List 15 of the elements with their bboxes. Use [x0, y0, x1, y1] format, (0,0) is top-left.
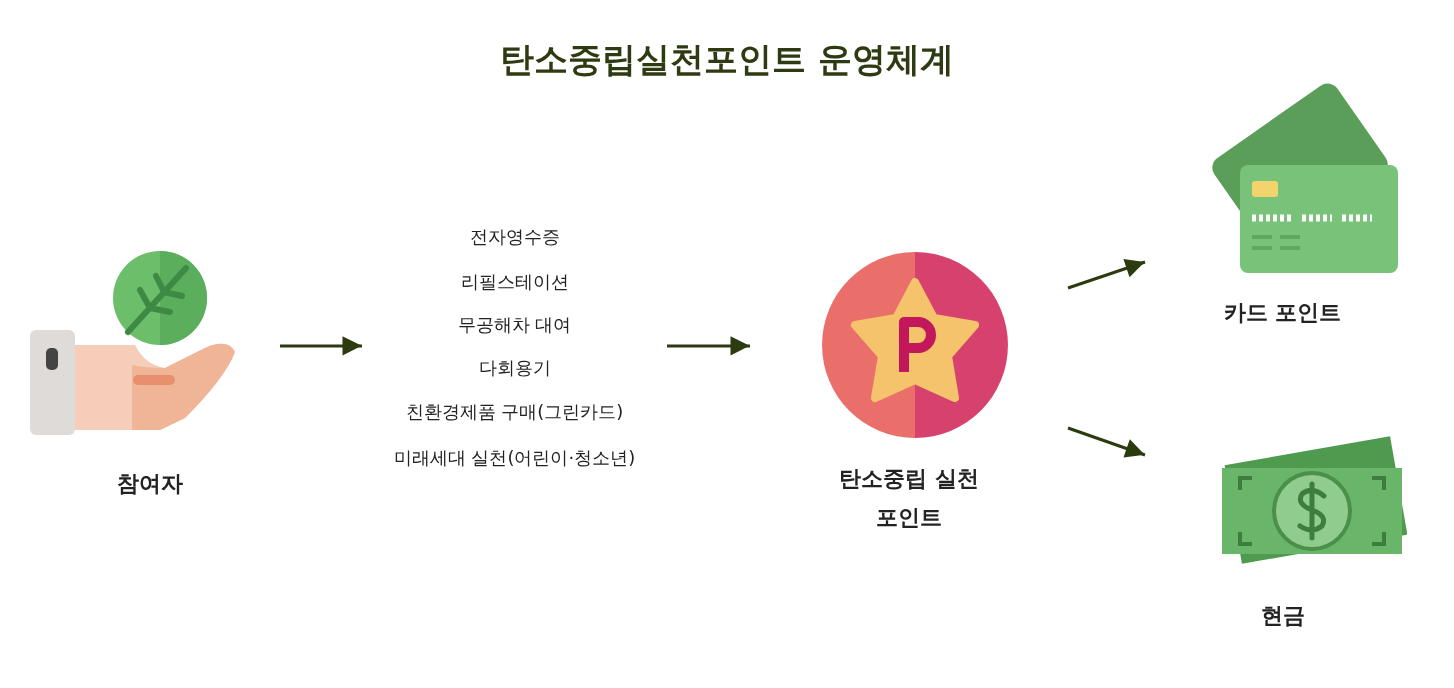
node-label: 참여자	[116, 470, 184, 498]
activity-item: 미래세대 실천(어린이·청소년)	[392, 446, 637, 470]
arrow	[667, 336, 750, 356]
activity-item: 친환경제품 구매(그린카드)	[404, 400, 625, 424]
activity-item: 무공해차 대여	[456, 313, 573, 337]
activity-item: 다회용기	[477, 356, 552, 380]
title: 탄소중립실천포인트 운영체계	[499, 38, 955, 80]
arrow	[1067, 426, 1146, 458]
node-label: 탄소중립 실천포인트	[839, 465, 979, 532]
arrow	[1067, 259, 1146, 290]
activity-item: 전자영수증	[468, 225, 561, 249]
activity-item: 리필스테이션	[459, 270, 570, 294]
node-label: 카드 포인트	[1222, 299, 1343, 327]
arrow	[280, 336, 362, 356]
node-label: 현금	[1259, 602, 1306, 630]
